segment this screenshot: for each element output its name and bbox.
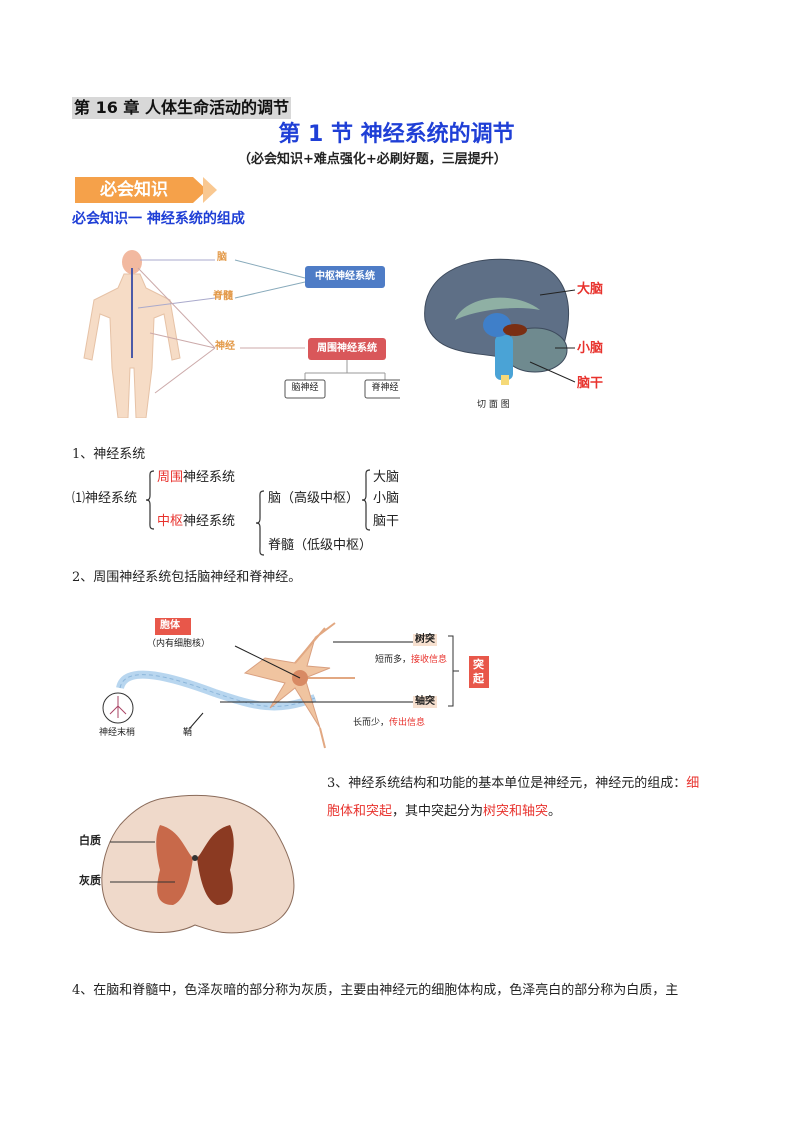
spinal-nerve-box: 脊神经	[371, 383, 399, 393]
tree-brainstem: 脑干	[373, 514, 400, 529]
label-axon: 轴突	[413, 696, 437, 708]
section-heading: 必会知识一 神经系统的组成	[72, 211, 245, 227]
item3-red: 树突和轴突	[483, 804, 549, 819]
dendrite-note-text: 短而多，	[375, 655, 412, 665]
page-subtitle: （必会知识+难点强化+必刷好题，三层提升）	[238, 152, 507, 167]
label-process: 突起	[473, 658, 484, 685]
chapter-heading: 第 16 章 人体生命活动的调节	[72, 97, 291, 119]
item3-line2: 胞体和突起，其中突起分为树突和轴突。	[327, 803, 561, 821]
item3-line1: 3、神经系统结构和功能的基本单位是神经元，神经元的组成：细	[327, 775, 699, 793]
brace-icon	[361, 469, 371, 531]
banner-label: 必会知识	[75, 177, 193, 203]
dendrite-note-red: 接收信息	[411, 655, 448, 665]
central-red: 中枢	[157, 514, 184, 529]
item4: 4、在脑和脊髓中，色泽灰暗的部分称为灰质，主要由神经元的细胞体构成，色泽亮白的部…	[72, 983, 679, 998]
label-white-matter: 白质	[79, 834, 101, 847]
axon-note: 长而少，传出信息	[353, 718, 425, 729]
label-dendrite: 树突	[413, 634, 437, 646]
label-sheath: 鞘	[183, 728, 193, 738]
tree-peripheral: 周围神经系统	[157, 469, 235, 487]
spinal-cord-figure: 白质 灰质	[75, 790, 315, 940]
tree-central: 中枢神经系统	[157, 513, 235, 531]
item2: 2、周围神经系统包括脑神经和脊神经。	[72, 570, 302, 585]
neuron-figure: 胞体 （内有细胞核） 树突 短而多，接收信息 轴突 长而少，传出信息 突起 神经…	[95, 618, 495, 750]
label-cerebrum: 大脑	[577, 282, 604, 297]
neuron-illustration	[102, 618, 489, 749]
axon-note-text: 长而少，	[353, 718, 390, 728]
tree-cerebrum: 大脑	[373, 470, 400, 485]
label-brainstem: 脑干	[577, 376, 604, 391]
human-body-illustration	[83, 250, 406, 419]
item3-text: 3、神经系统结构和功能的基本单位是神经元，神经元的组成：	[327, 776, 687, 791]
peripheral-nervous-system-box: 周围神经系统	[317, 343, 377, 354]
item3-red: 胞体和突起	[327, 804, 393, 819]
central-nervous-system-box: 中枢神经系统	[315, 271, 375, 282]
brain-illustration	[424, 258, 576, 385]
cell-body-note: （内有细胞核）	[147, 639, 211, 649]
tree-root: ⑴神经系统	[72, 491, 138, 506]
section-banner: 必会知识	[75, 177, 220, 203]
item3-text: ，其中突起分为	[392, 804, 484, 819]
nervous-system-figure: 脑 脊髓 神经 中枢神经系统 周围神经系统 脑神经 脊神经	[80, 248, 406, 419]
item3-text: 。	[548, 804, 562, 819]
peripheral-rest: 神经系统	[183, 470, 236, 485]
label-cell-body: 胞体	[160, 620, 180, 631]
label-brain: 脑	[217, 252, 227, 263]
dendrite-note: 短而多，接收信息	[375, 655, 447, 666]
chevron-icon	[203, 177, 217, 203]
brain-caption: 切 面 图	[477, 400, 510, 410]
label-gray-matter: 灰质	[79, 874, 101, 887]
label-cerebellum: 小脑	[577, 341, 604, 356]
label-nerve: 神经	[215, 341, 235, 352]
tree-cerebellum: 小脑	[373, 491, 400, 506]
peripheral-red: 周围	[157, 470, 184, 485]
item1-heading: 1、神经系统	[72, 447, 146, 462]
label-nerve-ending: 神经末梢	[99, 728, 136, 738]
cranial-nerve-box: 脑神经	[291, 383, 319, 393]
tree-spinal-cord: 脊髓（低级中枢）	[268, 538, 373, 553]
brace-icon	[145, 470, 155, 530]
label-spinal-cord: 脊髓	[213, 291, 233, 302]
tree-brain: 脑（高级中枢）	[268, 491, 360, 506]
item3-red: 细	[686, 776, 700, 791]
central-rest: 神经系统	[183, 514, 236, 529]
brace-icon	[255, 490, 265, 556]
brain-section-figure: 大脑 小脑 脑干 切 面 图	[415, 250, 615, 420]
spinal-cord-illustration	[101, 794, 295, 934]
page-title: 第 1 节 神经系统的调节	[278, 122, 515, 147]
axon-note-red: 传出信息	[389, 718, 426, 728]
